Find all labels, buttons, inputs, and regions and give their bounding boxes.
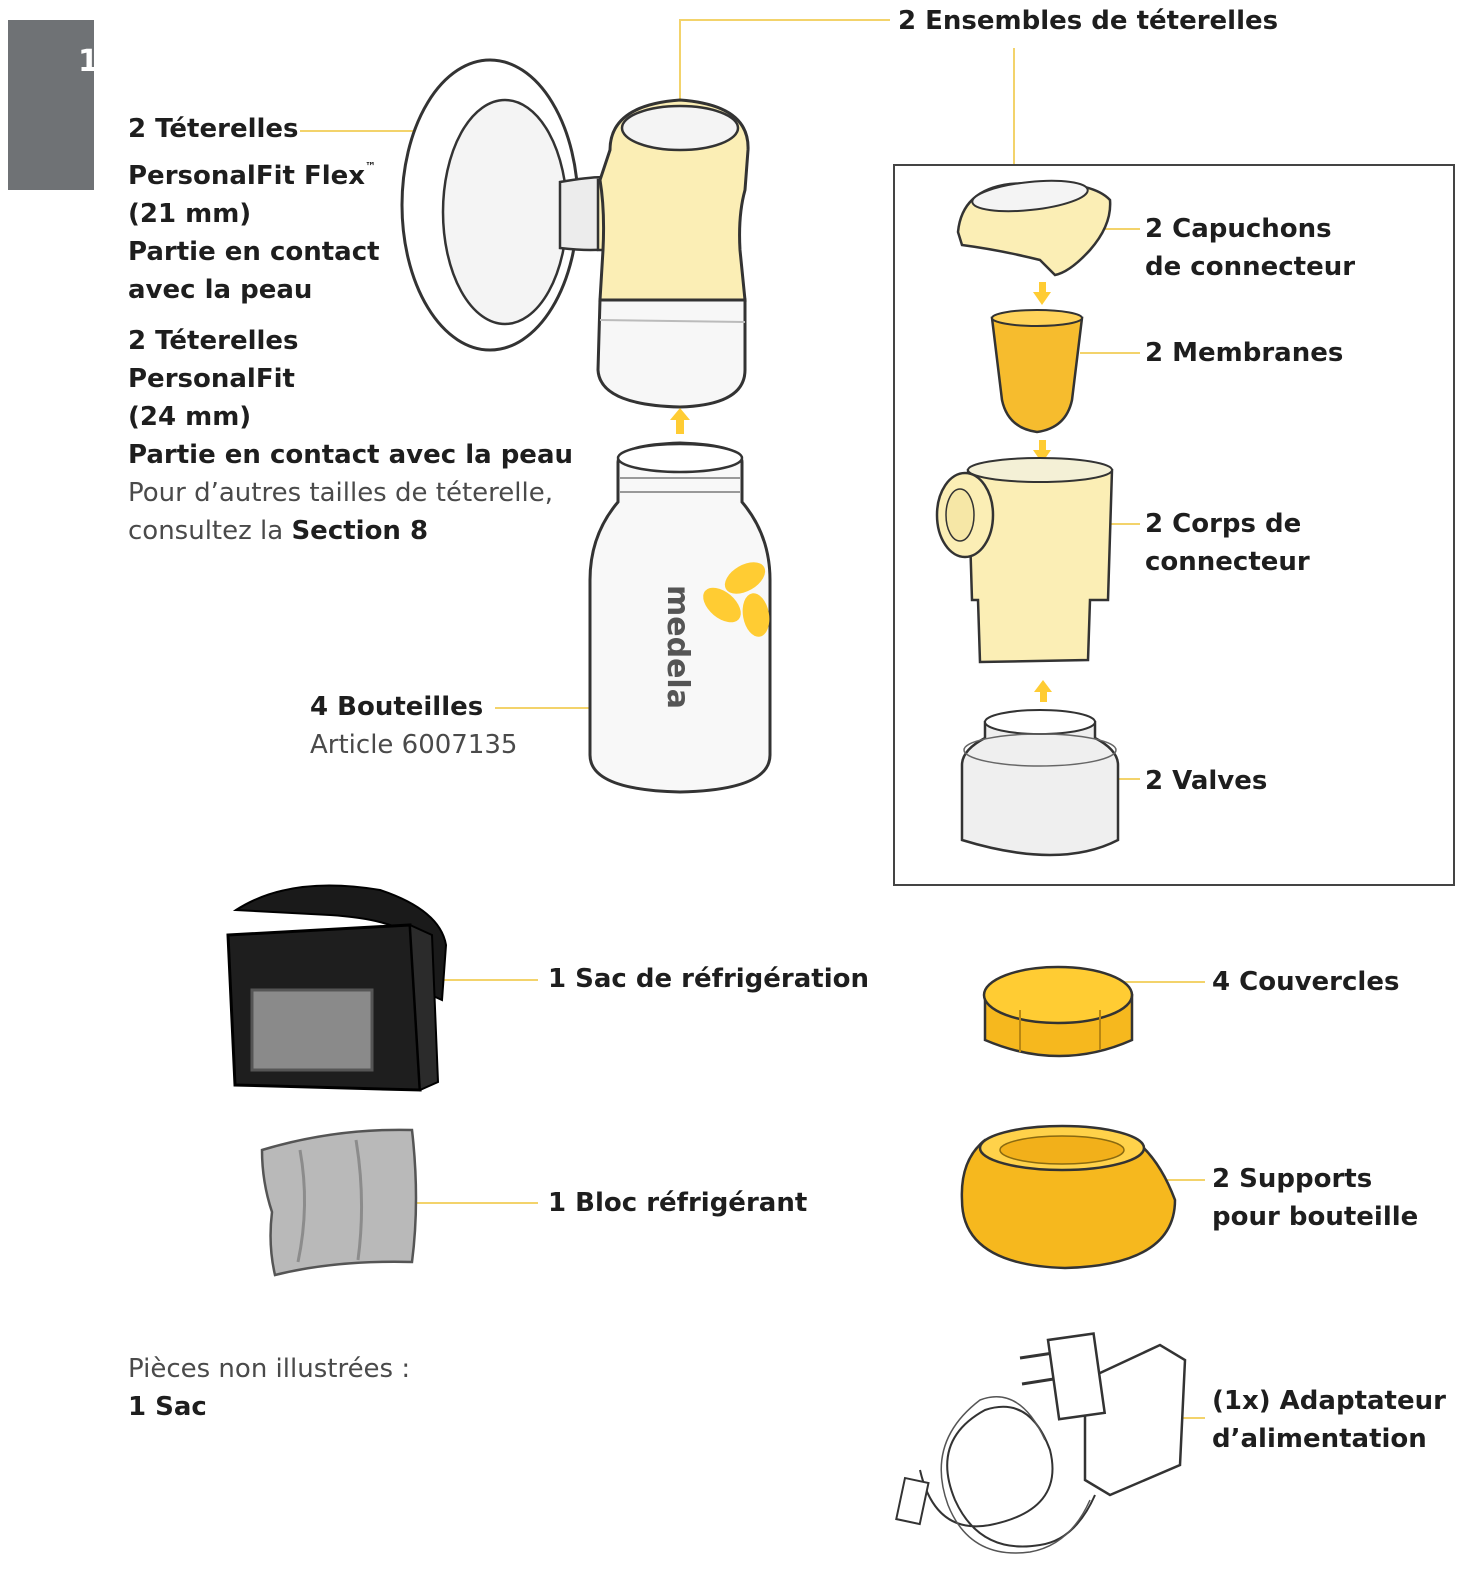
label-line: 2 Téterelles bbox=[128, 326, 299, 356]
label-line: 2 Capuchons bbox=[1145, 214, 1332, 244]
connector-cap-image bbox=[956, 179, 1112, 277]
breastshield-kit-frame bbox=[893, 164, 1455, 886]
bottle-brand-text: medela bbox=[660, 585, 695, 709]
label-line: pour bouteille bbox=[1212, 1202, 1419, 1232]
bottle-image: medela bbox=[588, 441, 772, 794]
power-adapter-label: (1x) Adaptateur d’alimentation bbox=[1212, 1382, 1446, 1458]
power-adapter-image bbox=[895, 1332, 1187, 1554]
membranes-label: 2 Membranes bbox=[1145, 338, 1344, 368]
arrow-down-icon bbox=[1033, 282, 1051, 305]
cooler-bag-label: 1 Sac de réfrigération bbox=[548, 964, 870, 994]
label-line: Partie en contact avec la peau bbox=[128, 440, 573, 470]
section-tab bbox=[8, 20, 94, 190]
arrow-down-icon bbox=[1033, 440, 1051, 463]
label-line: avec la peau bbox=[128, 275, 313, 305]
flex-shields-label: 2 Téterelles PersonalFit Flex™ (21 mm) P… bbox=[128, 110, 380, 309]
breastshield-kits-title: 2 Ensembles de téterelles bbox=[898, 6, 1279, 36]
label-line: Partie en contact bbox=[128, 237, 380, 267]
parts-not-shown: Pièces non illustrées : 1 Sac bbox=[128, 1350, 410, 1426]
bottles-article-number: Article 6007135 bbox=[310, 730, 518, 760]
bottles-title: 4 Bouteilles bbox=[310, 692, 484, 722]
section-number: 1 bbox=[78, 44, 99, 79]
parts-not-shown-item: 1 Sac bbox=[128, 1392, 207, 1422]
connector-bodies-label: 2 Corps de connecteur bbox=[1145, 505, 1310, 581]
arrow-up-icon bbox=[670, 408, 690, 434]
cooler-bag-image bbox=[226, 884, 448, 1092]
lids-label: 4 Couvercles bbox=[1212, 967, 1400, 997]
section-8-link[interactable]: Section 8 bbox=[291, 516, 429, 546]
label-line: connecteur bbox=[1145, 547, 1310, 577]
label-line: d’alimentation bbox=[1212, 1424, 1427, 1454]
connector-caps-label: 2 Capuchons de connecteur bbox=[1145, 210, 1355, 286]
valve-image bbox=[960, 709, 1120, 857]
cooling-element-image bbox=[260, 1128, 418, 1277]
parts-not-shown-title: Pièces non illustrées : bbox=[128, 1354, 411, 1384]
connector-body-image bbox=[935, 457, 1114, 664]
label-line: PersonalFit bbox=[128, 364, 295, 394]
other-sizes-note: Pour d’autres tailles de téterelle, bbox=[128, 478, 553, 508]
label-line: de connecteur bbox=[1145, 252, 1356, 282]
label-line: (1x) Adaptateur bbox=[1212, 1386, 1446, 1416]
label-line: 2 Téterelles bbox=[128, 114, 299, 144]
lid-image bbox=[982, 965, 1134, 1058]
medela-flower-logo bbox=[703, 562, 770, 637]
breast-shield-image bbox=[400, 58, 632, 352]
arrow-up-icon bbox=[1034, 680, 1052, 702]
bottles-label: 4 Bouteilles Article 6007135 bbox=[310, 688, 517, 764]
label-line: (24 mm) bbox=[128, 402, 252, 432]
personalfit-shields-label: 2 Téterelles PersonalFit (24 mm) Partie … bbox=[128, 322, 573, 550]
label-line: 2 Supports bbox=[1212, 1164, 1373, 1194]
label-line: PersonalFit Flex™ bbox=[128, 160, 377, 191]
label-line: 2 Corps de bbox=[1145, 509, 1302, 539]
cooling-element-label: 1 Bloc réfrigérant bbox=[548, 1188, 808, 1218]
trademark-sign: ™ bbox=[365, 160, 377, 173]
section-reference-line: consultez la Section 8 bbox=[128, 516, 429, 546]
pump-assembly-image bbox=[596, 98, 750, 409]
label-line: (21 mm) bbox=[128, 199, 252, 229]
bottle-stands-label: 2 Supports pour bouteille bbox=[1212, 1160, 1418, 1236]
bottle-stand-image bbox=[960, 1124, 1177, 1270]
valves-label: 2 Valves bbox=[1145, 766, 1268, 796]
membrane-image bbox=[990, 309, 1084, 434]
